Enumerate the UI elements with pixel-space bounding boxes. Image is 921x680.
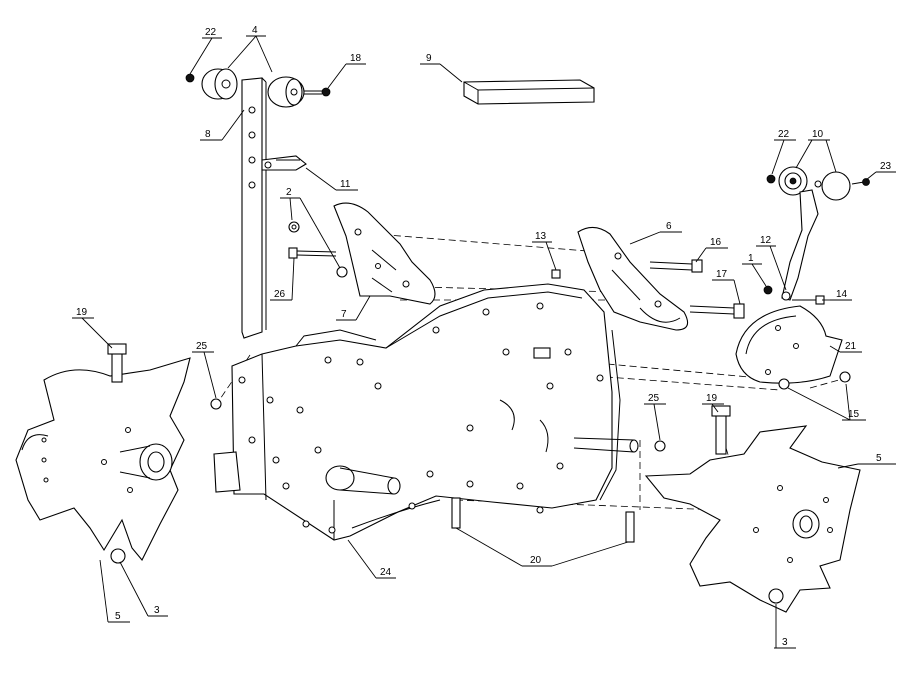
callout-label: 24 [380,567,392,578]
callout-labels: 22 4 18 9 8 11 2 26 7 13 6 16 17 22 10 2… [76,25,892,648]
leader-lines [72,35,896,649]
part-10-wheel [766,166,870,201]
part-20-pins [451,497,635,543]
part-4-wheels [185,68,331,108]
callout-label: 17 [716,269,728,280]
part-9-box [463,79,595,105]
callout-label: 11 [340,179,351,190]
callout-label: 7 [341,309,347,320]
callout-label: 22 [205,27,217,38]
part-7-bracket [333,202,436,305]
callout-label: 21 [845,341,857,352]
callout-label: 13 [535,231,547,242]
part-11-clevis [261,155,307,171]
part-5-tine-left [15,343,191,564]
part-24-housing [231,283,666,541]
part-6-bracket [577,226,689,331]
callout-label: 12 [760,235,772,246]
callout-label: 15 [848,409,860,420]
callout-label: 5 [876,453,882,464]
callout-label: 9 [426,53,432,64]
callout-label: 19 [706,393,718,404]
part-21-guard [735,305,851,390]
callout-label: 4 [252,25,258,36]
callout-label: 16 [710,237,722,248]
callout-label: 1 [748,253,754,264]
part-8-handle-bar [241,77,267,339]
callout-label: 19 [76,307,88,318]
part-5-tine-right [644,405,861,613]
callout-label: 6 [666,221,672,232]
callout-label: 22 [778,129,790,140]
callout-label: 26 [274,289,286,300]
coupler [210,398,241,493]
callout-label: 10 [812,129,824,140]
callout-label: 3 [154,605,160,616]
callout-label: 25 [196,341,208,352]
callout-label: 20 [530,555,542,566]
callout-label: 25 [648,393,660,404]
bolts-upper [288,221,745,319]
callout-label: 3 [782,637,788,648]
callout-label: 23 [880,161,892,172]
callout-label: 8 [205,129,211,140]
callout-label: 14 [836,289,848,300]
callout-label: 2 [286,187,292,198]
callout-label: 18 [350,53,362,64]
part-12-arm [763,189,825,305]
callout-label: 5 [115,611,121,622]
